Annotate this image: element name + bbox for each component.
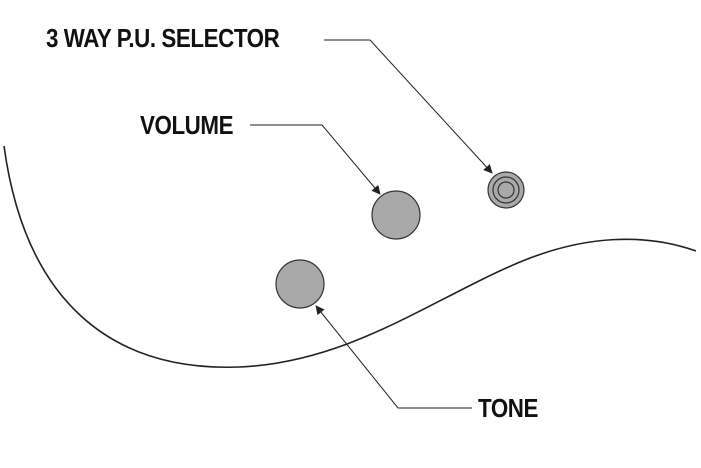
selector-leader-line	[324, 39, 493, 174]
tone-label: TONE	[478, 393, 538, 423]
tone-leader-line	[315, 305, 472, 409]
volume-leader-line	[250, 124, 381, 195]
volume-knob	[371, 190, 421, 240]
body-outline-curve	[3, 145, 697, 368]
volume-label: VOLUME	[140, 110, 234, 140]
tone-knob	[275, 259, 325, 309]
pickup-selector-switch	[487, 171, 525, 209]
selector-label: 3 WAY P.U. SELECTOR	[46, 23, 280, 53]
